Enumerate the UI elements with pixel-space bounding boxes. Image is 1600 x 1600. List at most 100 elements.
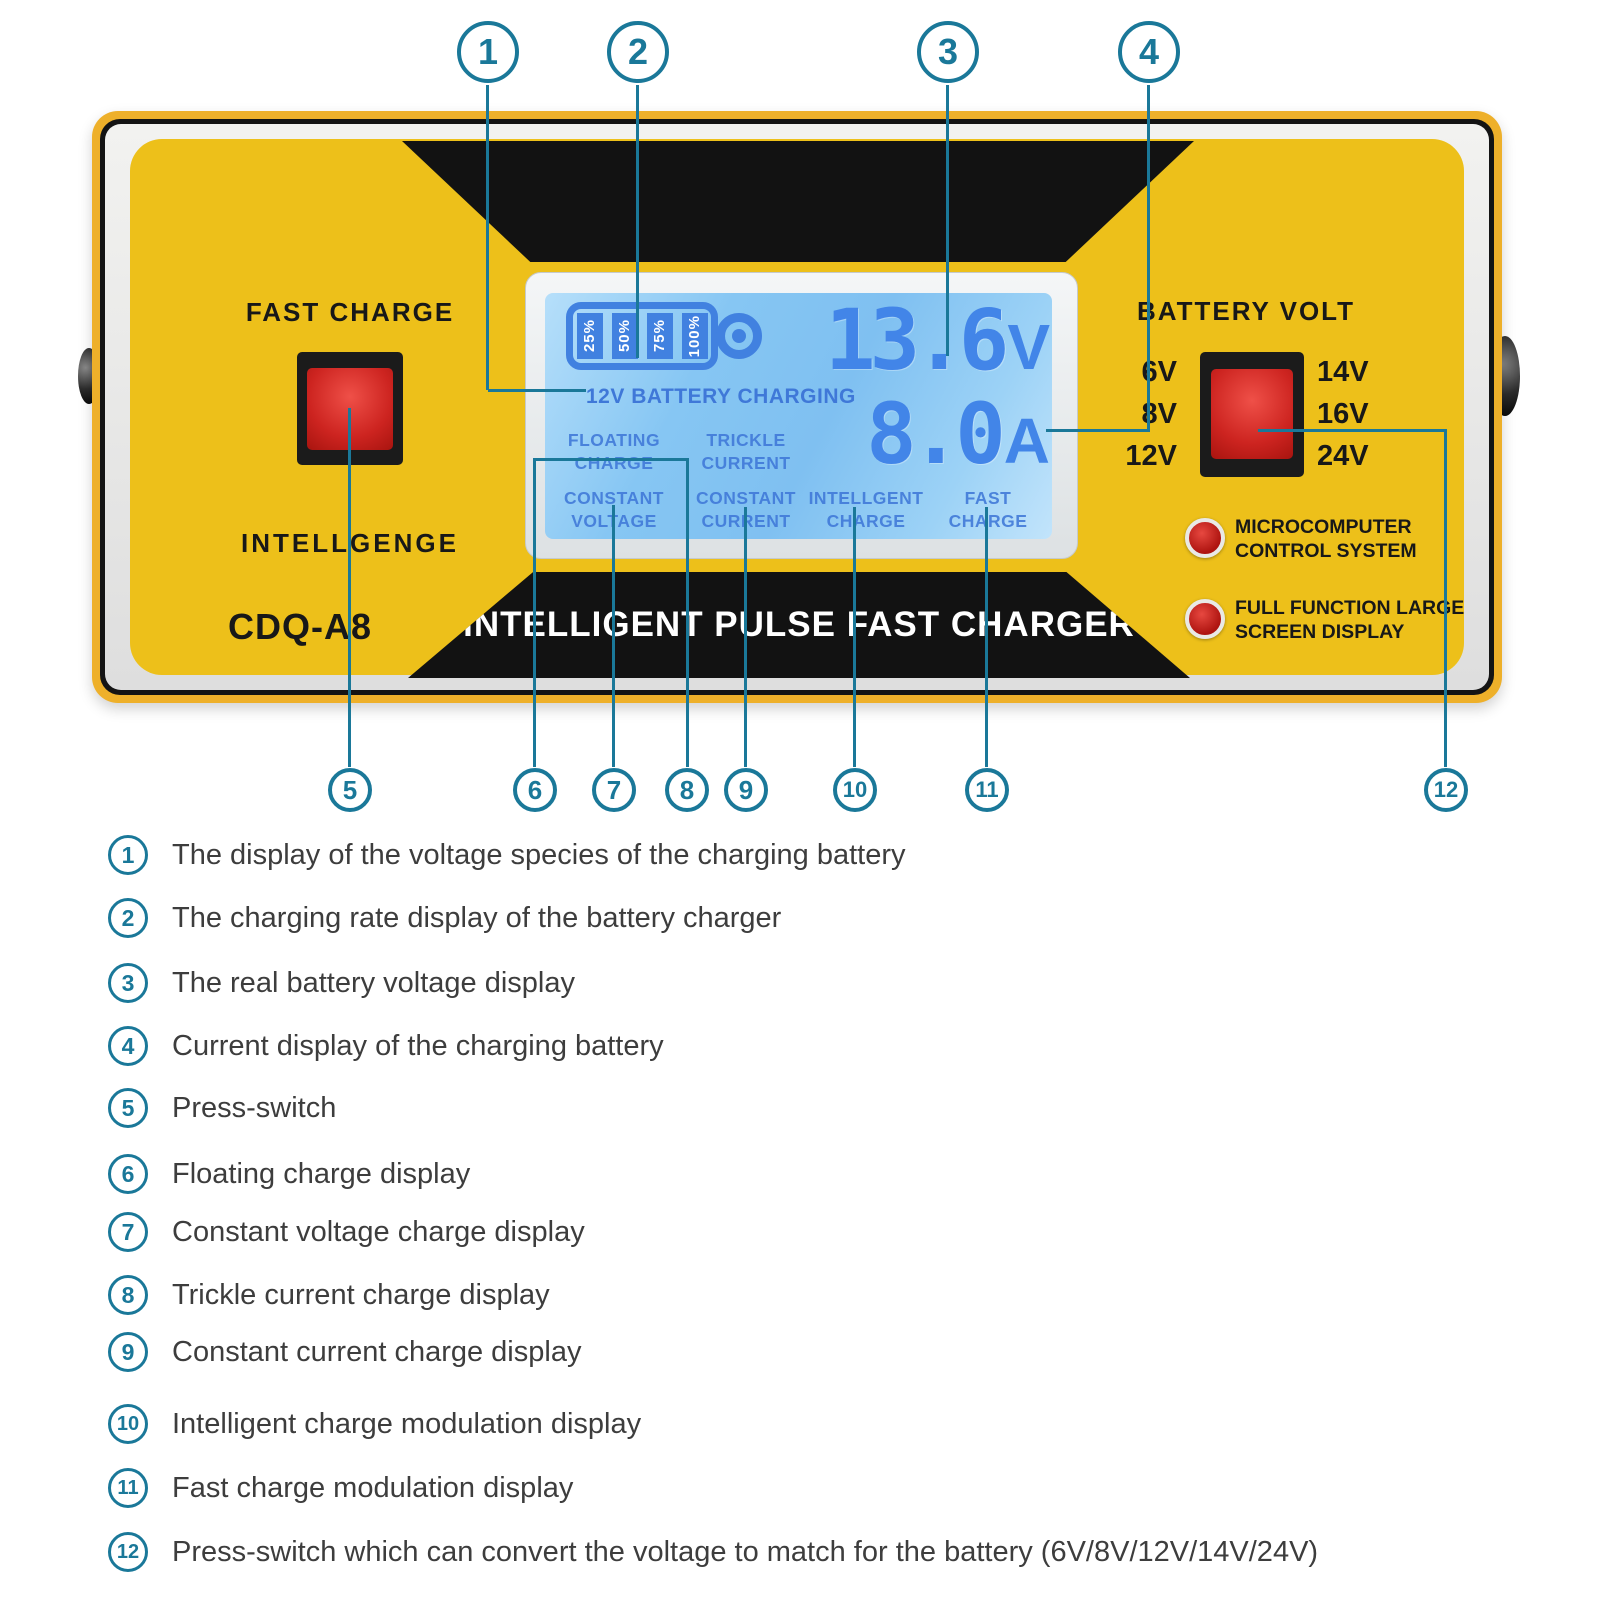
top-black-trapezoid: [402, 141, 1194, 262]
callout-7: 7: [592, 768, 636, 812]
legend-num: 1: [108, 835, 148, 875]
legend-num: 10: [108, 1404, 148, 1444]
callout-9: 9: [724, 768, 768, 812]
legend-text: The charging rate display of the battery…: [172, 901, 782, 934]
legend-item-8: 8 Trickle current charge display: [108, 1275, 550, 1315]
indicator-line: CONTROL SYSTEM: [1235, 539, 1417, 562]
legend-text: Press-switch: [172, 1091, 337, 1124]
callout-1-line: [488, 389, 586, 392]
battery-volt-button[interactable]: [1211, 369, 1293, 459]
callout-1: 1: [457, 21, 519, 83]
callout-9-line: [744, 507, 747, 767]
legend-item-2: 2 The charging rate display of the batte…: [108, 898, 781, 938]
legend-text: Constant voltage charge display: [172, 1215, 585, 1248]
legend-num: 12: [108, 1532, 148, 1572]
indicator-line: FULL FUNCTION LARGE: [1235, 597, 1465, 619]
mode-line: CONSTANT: [564, 488, 664, 508]
legend-item-5: 5 Press-switch: [108, 1088, 336, 1128]
legend-num: 6: [108, 1154, 148, 1194]
legend-num: 8: [108, 1275, 148, 1315]
lcd-mode-floating-charge: FLOATING CHARGE: [544, 429, 684, 475]
legend-text: Intelligent charge modulation display: [172, 1407, 642, 1440]
voltage-option-24v: 24V: [1317, 440, 1369, 472]
legend-item-9: 9 Constant current charge display: [108, 1332, 581, 1372]
bottom-black-banner: INTELLIGENT PULSE FAST CHARGER: [408, 572, 1190, 678]
legend-item-11: 11 Fast charge modulation display: [108, 1468, 573, 1508]
voltage-options-left: 6V 8V 12V: [1085, 356, 1177, 472]
battery-bar-75: 75%: [646, 313, 673, 359]
voltage-digits: 13.6: [825, 291, 1009, 389]
legend-item-12: 12 Press-switch which can convert the vo…: [108, 1532, 1318, 1572]
legend-num: 7: [108, 1212, 148, 1252]
legend-num: 9: [108, 1332, 148, 1372]
legend-item-1: 1 The display of the voltage species of …: [108, 835, 906, 875]
lcd-mode-intelligent-charge: INTELLGENT CHARGE: [796, 487, 936, 533]
callout-8-line: [686, 458, 689, 767]
indicator-dot-microcomputer: [1185, 518, 1225, 558]
legend-text: Constant current charge display: [172, 1335, 582, 1368]
indicator-line: SCREEN DISPLAY: [1235, 620, 1405, 643]
legend-item-10: 10 Intelligent charge modulation display: [108, 1404, 641, 1444]
voltage-option-16v: 16V: [1317, 398, 1369, 430]
lcd-voltage-readout: 13.6 V: [825, 298, 1050, 383]
battery-bar-50: 50%: [611, 313, 638, 359]
battery-level-icon: 25% 50% 75% 100%: [566, 302, 718, 370]
model-label: CDQ-A8: [227, 606, 372, 647]
voltage-option-8v: 8V: [1141, 398, 1177, 430]
callout-6-line: [533, 458, 536, 767]
callout-8: 8: [665, 768, 709, 812]
battery-icon-cap: [716, 313, 762, 359]
callout-12: 12: [1424, 768, 1468, 812]
battery-icon-cap-dot: [732, 329, 746, 343]
legend-text: Press-switch which can convert the volta…: [172, 1535, 1319, 1568]
battery-bar-25: 25%: [576, 313, 603, 359]
battery-bar-label: 100%: [686, 314, 703, 358]
current-unit: A: [1003, 405, 1050, 477]
callout-3: 3: [917, 21, 979, 83]
legend-num: 3: [108, 963, 148, 1003]
legend-num: 2: [108, 898, 148, 938]
legend-text: Trickle current charge display: [172, 1278, 550, 1311]
callout-5: 5: [328, 768, 372, 812]
mode-line: CONSTANT: [696, 488, 796, 508]
callout-2: 2: [607, 21, 669, 83]
indicator-text-microcomputer: MICROCOMPUTER CONTROL SYSTEM: [1235, 516, 1417, 563]
legend-num: 5: [108, 1088, 148, 1128]
lcd-status-text: 12V BATTERY CHARGING: [586, 385, 856, 408]
callout-11: 11: [965, 768, 1009, 812]
mode-line: CURRENT: [701, 453, 791, 473]
legend-item-4: 4 Current display of the charging batter…: [108, 1026, 664, 1066]
voltage-option-12v: 12V: [1125, 440, 1177, 472]
callout-12-line: [1444, 429, 1447, 767]
lcd-mode-trickle-current: TRICKLE CURRENT: [676, 429, 816, 475]
voltage-option-14v: 14V: [1317, 356, 1369, 388]
legend-item-6: 6 Floating charge display: [108, 1154, 470, 1194]
callout-4-line: [1147, 85, 1150, 431]
legend-text: Fast charge modulation display: [172, 1471, 574, 1504]
legend-text: The real battery voltage display: [172, 966, 575, 999]
callout-6: 6: [513, 768, 557, 812]
voltage-option-6v: 6V: [1141, 356, 1177, 388]
callout-5-line: [348, 408, 351, 767]
legend-text: Floating charge display: [172, 1157, 471, 1190]
legend-num: 4: [108, 1026, 148, 1066]
indicator-text-fullscreen: FULL FUNCTION LARGE SCREEN DISPLAY: [1235, 597, 1464, 644]
battery-bar-label: 50%: [616, 319, 633, 353]
mode-line: CHARGE: [948, 511, 1028, 531]
callout-10: 10: [833, 768, 877, 812]
battery-bar-100: 100%: [681, 313, 708, 359]
indicator-dot-fullscreen: [1185, 599, 1225, 639]
mode-line: FLOATING: [567, 430, 661, 450]
legend-item-7: 7 Constant voltage charge display: [108, 1212, 585, 1252]
callout-11-line: [985, 507, 988, 767]
mode-line: CHARGE: [574, 453, 654, 473]
battery-volt-label: BATTERY VOLT: [1136, 296, 1356, 326]
legend-text: Current display of the charging battery: [172, 1029, 664, 1062]
indicator-line: MICROCOMPUTER: [1235, 516, 1412, 538]
battery-bar-label: 75%: [651, 319, 668, 353]
callout-6-line: [535, 458, 689, 461]
callout-3-line: [946, 85, 949, 356]
voltage-unit: V: [1007, 311, 1050, 383]
callout-2-line: [636, 85, 639, 358]
